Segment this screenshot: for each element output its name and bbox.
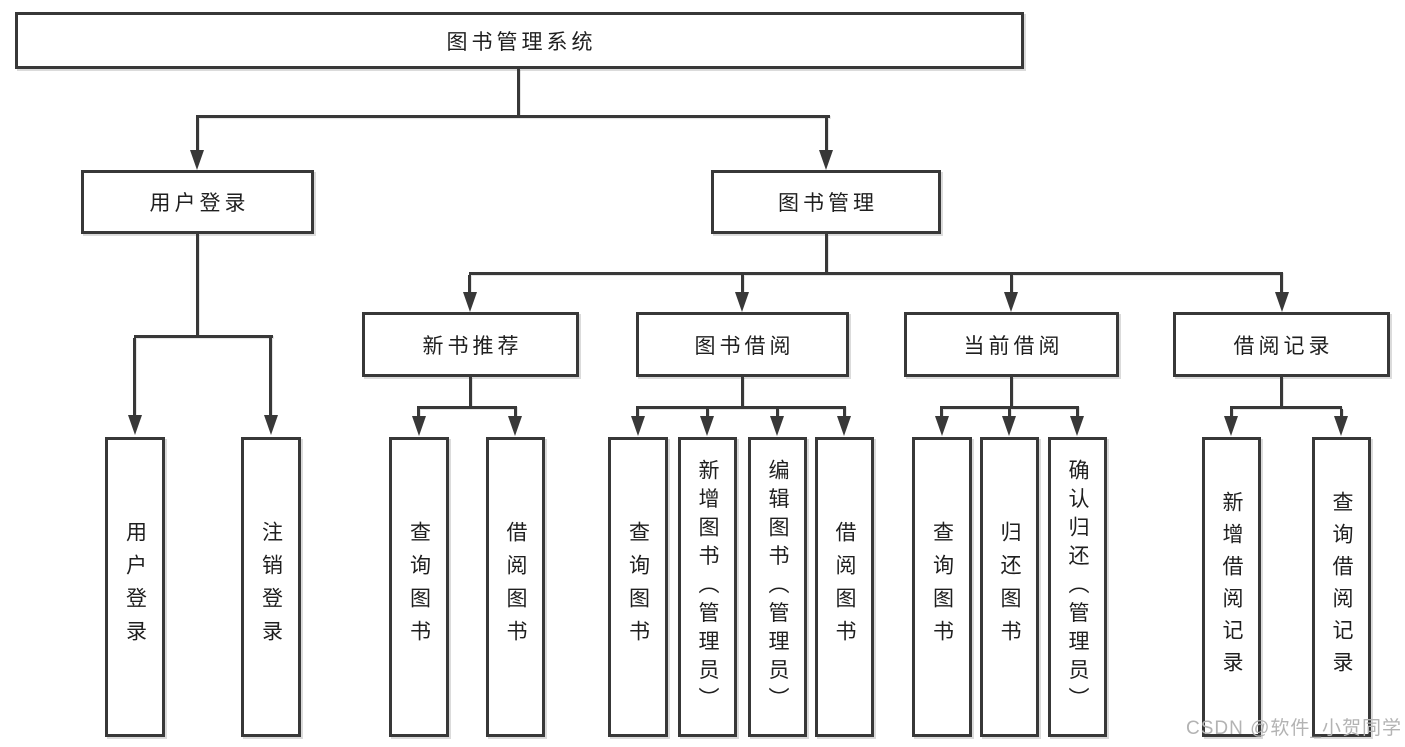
leaf-label: 借阅图书 bbox=[504, 521, 527, 653]
connector-new-books-stem bbox=[469, 377, 472, 406]
leaf-query-borrow-record: 查询借阅记录 bbox=[1312, 437, 1371, 737]
connector-drop-leaf bbox=[269, 338, 272, 416]
leaf-add-books-admin: 新增图书（管理员） bbox=[678, 437, 737, 737]
leaf-query-books-1: 查询图书 bbox=[389, 437, 449, 737]
leaf-borrow-books-1: 借阅图书 bbox=[486, 437, 545, 737]
leaf-confirm-return-admin: 确认归还（管理员） bbox=[1048, 437, 1107, 737]
node-current-borrow: 当前借阅 bbox=[904, 312, 1119, 377]
leaf-query-books-2: 查询图书 bbox=[608, 437, 668, 737]
leaf-label: 确认归还（管理员） bbox=[1066, 458, 1089, 716]
connector-drop-borrow-records bbox=[1280, 275, 1283, 292]
connector-root-rail bbox=[196, 115, 830, 118]
arrow-down-icon bbox=[631, 416, 645, 436]
leaf-label: 查询图书 bbox=[626, 521, 650, 653]
connector-drop-new-books bbox=[468, 275, 471, 292]
leaf-label: 查询图书 bbox=[930, 521, 954, 653]
leaf-query-books-3: 查询图书 bbox=[912, 437, 972, 737]
connector-current-borrow-stem bbox=[1010, 377, 1013, 406]
arrow-down-icon bbox=[128, 415, 142, 435]
connector-drop-book-borrow bbox=[741, 275, 744, 292]
connector-drop-user-login bbox=[196, 118, 199, 151]
connector-drop-leaf bbox=[776, 409, 779, 416]
arrow-down-icon bbox=[770, 416, 784, 436]
node-current-borrow-label: 当前借阅 bbox=[963, 334, 1064, 358]
connector-book-mgmt-stem bbox=[825, 234, 828, 272]
leaf-label: 查询图书 bbox=[407, 521, 431, 653]
connector-current-borrow-rail bbox=[940, 406, 1079, 409]
node-borrow-records: 借阅记录 bbox=[1173, 312, 1390, 377]
arrow-down-icon bbox=[735, 292, 749, 312]
leaf-label: 新增图书（管理员） bbox=[696, 458, 719, 716]
connector-drop-leaf bbox=[706, 409, 709, 416]
node-root: 图书管理系统 bbox=[15, 12, 1024, 69]
leaf-add-borrow-record: 新增借阅记录 bbox=[1202, 437, 1261, 737]
arrow-down-icon bbox=[1002, 416, 1016, 436]
arrow-down-icon bbox=[190, 150, 204, 170]
leaf-label: 新增借阅记录 bbox=[1220, 491, 1243, 683]
arrow-down-icon bbox=[837, 416, 851, 436]
leaf-label: 编辑图书（管理员） bbox=[766, 458, 789, 716]
connector-drop-leaf bbox=[1076, 409, 1079, 416]
connector-drop-leaf bbox=[940, 409, 943, 416]
arrow-down-icon bbox=[463, 292, 477, 312]
connector-book-borrow-rail bbox=[636, 406, 846, 409]
arrow-down-icon bbox=[1224, 416, 1238, 436]
leaf-label: 注销登录 bbox=[259, 521, 283, 653]
node-book-mgmt: 图书管理 bbox=[711, 170, 941, 234]
arrow-down-icon bbox=[700, 416, 714, 436]
connector-drop-current-borrow bbox=[1010, 275, 1013, 292]
leaf-logout: 注销登录 bbox=[241, 437, 301, 737]
connector-drop-book-mgmt bbox=[825, 118, 828, 151]
leaf-label: 用户登录 bbox=[123, 521, 147, 653]
arrow-down-icon bbox=[264, 415, 278, 435]
node-book-mgmt-label: 图书管理 bbox=[778, 192, 878, 215]
arrow-down-icon bbox=[412, 416, 426, 436]
leaf-edit-books-admin: 编辑图书（管理员） bbox=[748, 437, 807, 737]
node-new-books: 新书推荐 bbox=[362, 312, 579, 377]
leaf-return-books: 归还图书 bbox=[980, 437, 1039, 737]
connector-drop-leaf bbox=[843, 409, 846, 416]
connector-root-stem bbox=[517, 69, 520, 115]
arrow-down-icon bbox=[1004, 292, 1018, 312]
arrow-down-icon bbox=[935, 416, 949, 436]
node-user-login: 用户登录 bbox=[81, 170, 314, 234]
watermark: CSDN @软件_小贺同学 bbox=[1186, 718, 1402, 739]
connector-drop-leaf bbox=[636, 409, 639, 416]
leaf-borrow-books-2: 借阅图书 bbox=[815, 437, 874, 737]
connector-borrow-records-rail bbox=[1230, 406, 1342, 409]
connector-drop-leaf bbox=[1008, 409, 1011, 416]
arrow-down-icon bbox=[1334, 416, 1348, 436]
node-new-books-label: 新书推荐 bbox=[422, 334, 523, 358]
node-book-borrow: 图书借阅 bbox=[636, 312, 849, 377]
connector-drop-leaf bbox=[133, 338, 136, 416]
node-borrow-records-label: 借阅记录 bbox=[1233, 334, 1334, 358]
leaf-label: 借阅图书 bbox=[833, 521, 856, 653]
connector-drop-leaf bbox=[1230, 409, 1233, 416]
connector-user-login-stem bbox=[196, 234, 199, 335]
leaf-label: 归还图书 bbox=[998, 521, 1021, 653]
connector-drop-leaf bbox=[514, 409, 517, 416]
connector-drop-leaf bbox=[417, 409, 420, 416]
connector-user-login-rail bbox=[134, 335, 273, 338]
node-user-login-label: 用户登录 bbox=[149, 192, 250, 215]
leaf-user-login: 用户登录 bbox=[105, 437, 165, 737]
arrow-down-icon bbox=[1070, 416, 1084, 436]
connector-book-borrow-stem bbox=[741, 377, 744, 406]
node-book-borrow-label: 图书借阅 bbox=[694, 334, 795, 358]
connector-new-books-rail bbox=[417, 406, 517, 409]
arrow-down-icon bbox=[1275, 292, 1289, 312]
leaf-label: 查询借阅记录 bbox=[1330, 491, 1353, 683]
connector-book-mgmt-rail bbox=[469, 272, 1283, 275]
arrow-down-icon bbox=[508, 416, 522, 436]
connector-borrow-records-stem bbox=[1280, 377, 1283, 406]
arrow-down-icon bbox=[819, 150, 833, 170]
connector-drop-leaf bbox=[1340, 409, 1343, 416]
node-root-label: 图书管理系统 bbox=[446, 30, 597, 54]
